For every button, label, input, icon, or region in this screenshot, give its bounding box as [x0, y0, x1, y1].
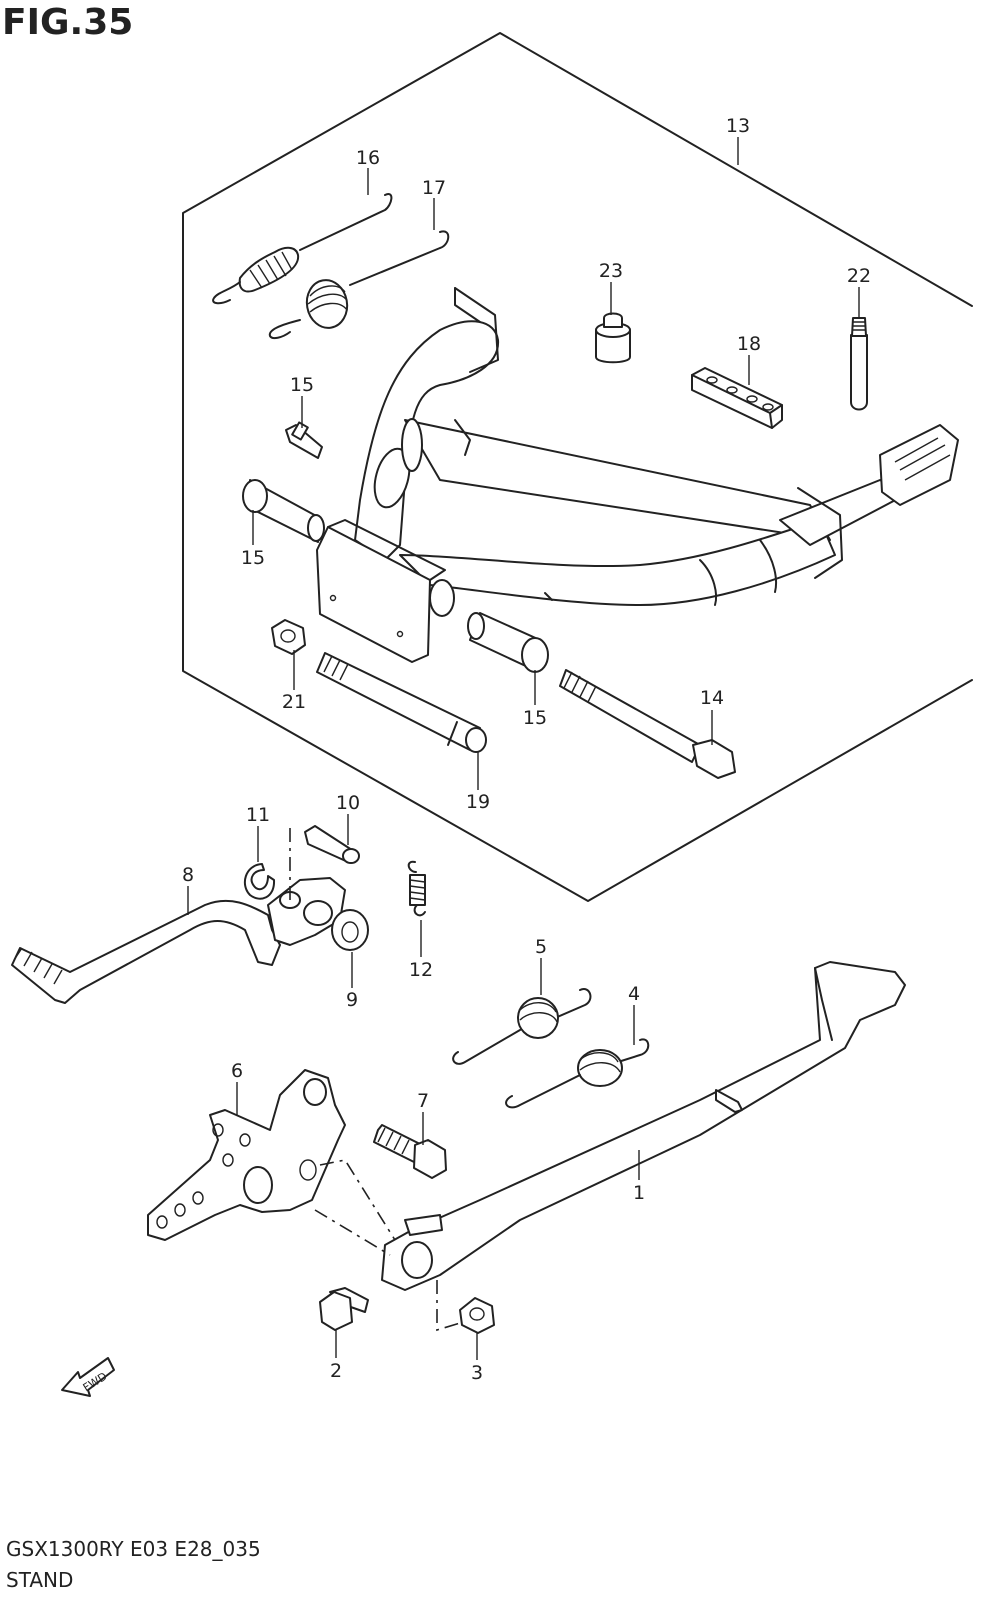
callout-20: 19 [466, 791, 490, 813]
callout-21: 21 [282, 691, 306, 713]
callout-22: 22 [847, 265, 871, 287]
center-stand [316, 287, 959, 663]
spring-17 [212, 193, 393, 305]
figure-title: FIG.35 [2, 2, 134, 43]
assembly-line-2 [436, 1280, 471, 1332]
callout-12: 12 [409, 959, 433, 981]
bolt-14 [559, 669, 736, 779]
callout-7: 7 [417, 1090, 429, 1112]
spring-18 [268, 230, 450, 340]
side-stand-1 [381, 961, 906, 1291]
callout-6: 6 [231, 1060, 243, 1082]
spring-4 [505, 1038, 650, 1109]
callout-3: 3 [471, 1362, 483, 1384]
callout-17: 16 [356, 147, 380, 169]
bushing-15-lower [467, 612, 549, 673]
nut-3 [459, 1297, 495, 1334]
assembly-13-boundary [182, 32, 973, 902]
callout-11: 11 [246, 804, 270, 826]
lever-8 [11, 828, 346, 1004]
stopper-19 [691, 367, 783, 429]
model-code: GSX1300RY E03 E28_035 [6, 1537, 261, 1561]
circlip-11 [243, 863, 276, 900]
assembly-line-1 [314, 1159, 396, 1256]
leader-lines [187, 137, 860, 1360]
cushion-23 [595, 312, 631, 364]
callout-9: 9 [346, 989, 358, 1011]
callout-23: 23 [599, 260, 623, 282]
callout-14: 14 [700, 687, 724, 709]
spring-5 [452, 988, 592, 1065]
callout-18: 17 [422, 177, 446, 199]
pin-16 [285, 421, 323, 459]
bushing-15-upper [242, 479, 325, 543]
spring-12 [407, 860, 426, 917]
callout-5: 5 [535, 936, 547, 958]
bolt-7 [373, 1124, 447, 1179]
callout-19: 18 [737, 333, 761, 355]
callout-numbers: 13 16 17 23 22 18 15 15 21 15 14 19 10 1… [182, 115, 871, 1384]
shaft-20 [316, 652, 487, 753]
bracket-6 [147, 1069, 346, 1241]
callout-2: 2 [330, 1360, 342, 1382]
nut-21 [271, 619, 306, 655]
pin-22 [850, 317, 868, 411]
callout-8: 8 [182, 864, 194, 886]
callout-10: 10 [336, 792, 360, 814]
callout-16: 15 [290, 374, 314, 396]
pin-10 [304, 825, 360, 864]
section-name: STAND [6, 1568, 74, 1592]
callout-15-lower: 15 [523, 707, 547, 729]
callout-15-upper: 15 [241, 547, 265, 569]
washer-9 [331, 909, 369, 951]
callout-13: 13 [726, 115, 750, 137]
pivot-bolt-2 [319, 1287, 369, 1331]
callout-4: 4 [628, 983, 640, 1005]
callout-1: 1 [633, 1182, 645, 1204]
fwd-arrow-icon: FWD [61, 1357, 115, 1397]
